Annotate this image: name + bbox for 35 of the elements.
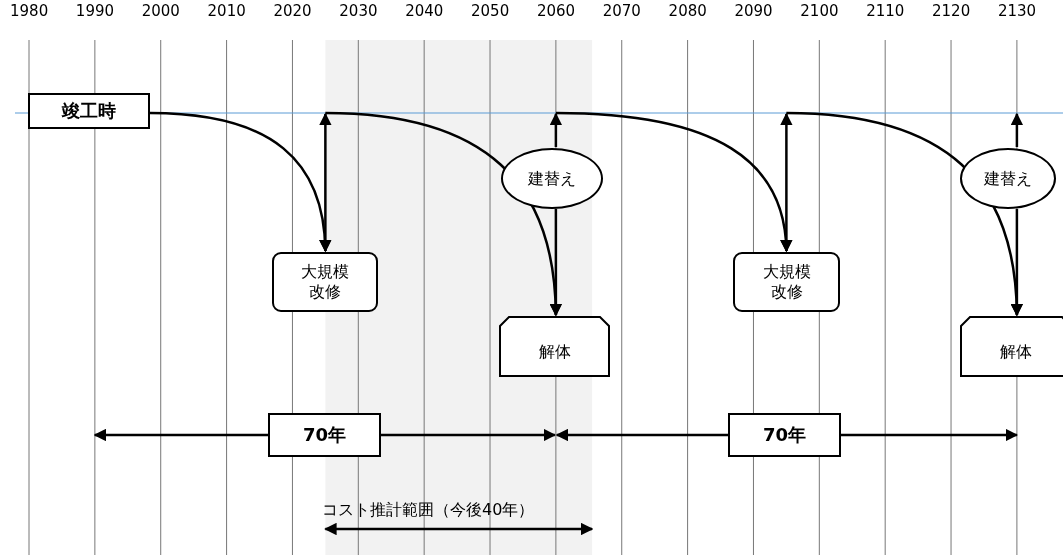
end-box: 解体	[499, 316, 610, 377]
arrow	[381, 428, 557, 442]
label-box: 70年	[728, 413, 841, 457]
year-label: 2050	[471, 2, 510, 20]
year-label: 2040	[405, 2, 444, 20]
year-label: 2020	[273, 2, 312, 20]
year-label: 2090	[734, 2, 773, 20]
arrow	[319, 112, 332, 253]
label-box: 竣工時	[28, 93, 150, 129]
year-label: 1980	[10, 2, 49, 20]
year-label: 2100	[800, 2, 839, 20]
year-label: 2130	[997, 2, 1037, 20]
arrow	[549, 112, 563, 147]
arrow	[93, 428, 268, 442]
year-label: 2110	[866, 2, 905, 20]
year-label: 1990	[75, 2, 115, 20]
year-label: 2000	[141, 2, 180, 20]
process-box: 大規模改修	[733, 252, 840, 312]
arrow	[1010, 112, 1024, 147]
end-box: 解体	[960, 316, 1063, 377]
arrow	[555, 428, 728, 442]
year-label: 2120	[932, 2, 971, 20]
year-label: 2030	[339, 2, 378, 20]
arrow	[780, 112, 793, 253]
label-box: 70年	[268, 413, 381, 457]
year-label: 2070	[602, 2, 641, 20]
arrow	[841, 428, 1019, 442]
year-label: 2010	[207, 2, 246, 20]
event-ellipse: 建替え	[960, 148, 1056, 209]
process-box: 大規模改修	[272, 252, 378, 312]
year-label: 2080	[668, 2, 707, 20]
arrow	[1010, 209, 1024, 317]
range-label: コスト推計範囲（今後40年）	[322, 500, 535, 521]
year-label: 2060	[536, 2, 576, 20]
arrow	[549, 209, 563, 317]
